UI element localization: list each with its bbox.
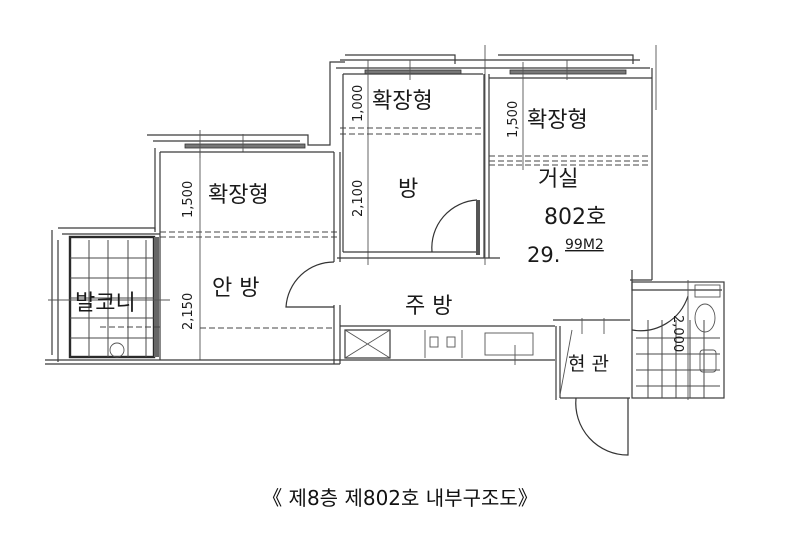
room-label-jubang: 주 방 [405, 294, 452, 319]
area-main: 29. [527, 243, 560, 267]
room-label-geosil: 거실 [538, 167, 578, 192]
anbang-walls [45, 61, 345, 365]
geosil-walls [489, 45, 722, 291]
entrance-area [553, 318, 630, 456]
plan-caption: 《 제8층 제802호 내부구조도》 [262, 486, 538, 510]
room-label-anbang: 안 방 [212, 276, 259, 301]
room-label-bang-ext: 확장형 [372, 89, 433, 114]
room-label-anbang-ext: 확장형 [208, 183, 269, 208]
balcony-area [48, 227, 170, 362]
room-label-entrance: 현 관 [568, 353, 609, 375]
room-label-bang: 방 [398, 177, 418, 202]
dim-bang: 2,100 [351, 180, 366, 217]
bang-walls [336, 45, 650, 265]
unit-number-label: 802호 [544, 205, 606, 230]
dim-anbang-ext: 1,500 [181, 181, 196, 218]
room-label-balcony: 발코니 [75, 291, 136, 316]
dim-bang-ext: 1,000 [351, 85, 366, 122]
dim-anbang: 2,150 [181, 293, 196, 330]
kitchen-counter [340, 325, 555, 365]
area-fraction: 99M2 [565, 237, 604, 253]
dim-geosil-ext: 1,500 [506, 101, 521, 138]
dim-bath: 2,000 [670, 315, 685, 352]
bathroom-area [631, 280, 725, 400]
room-label-geosil-ext: 확장형 [527, 108, 588, 133]
